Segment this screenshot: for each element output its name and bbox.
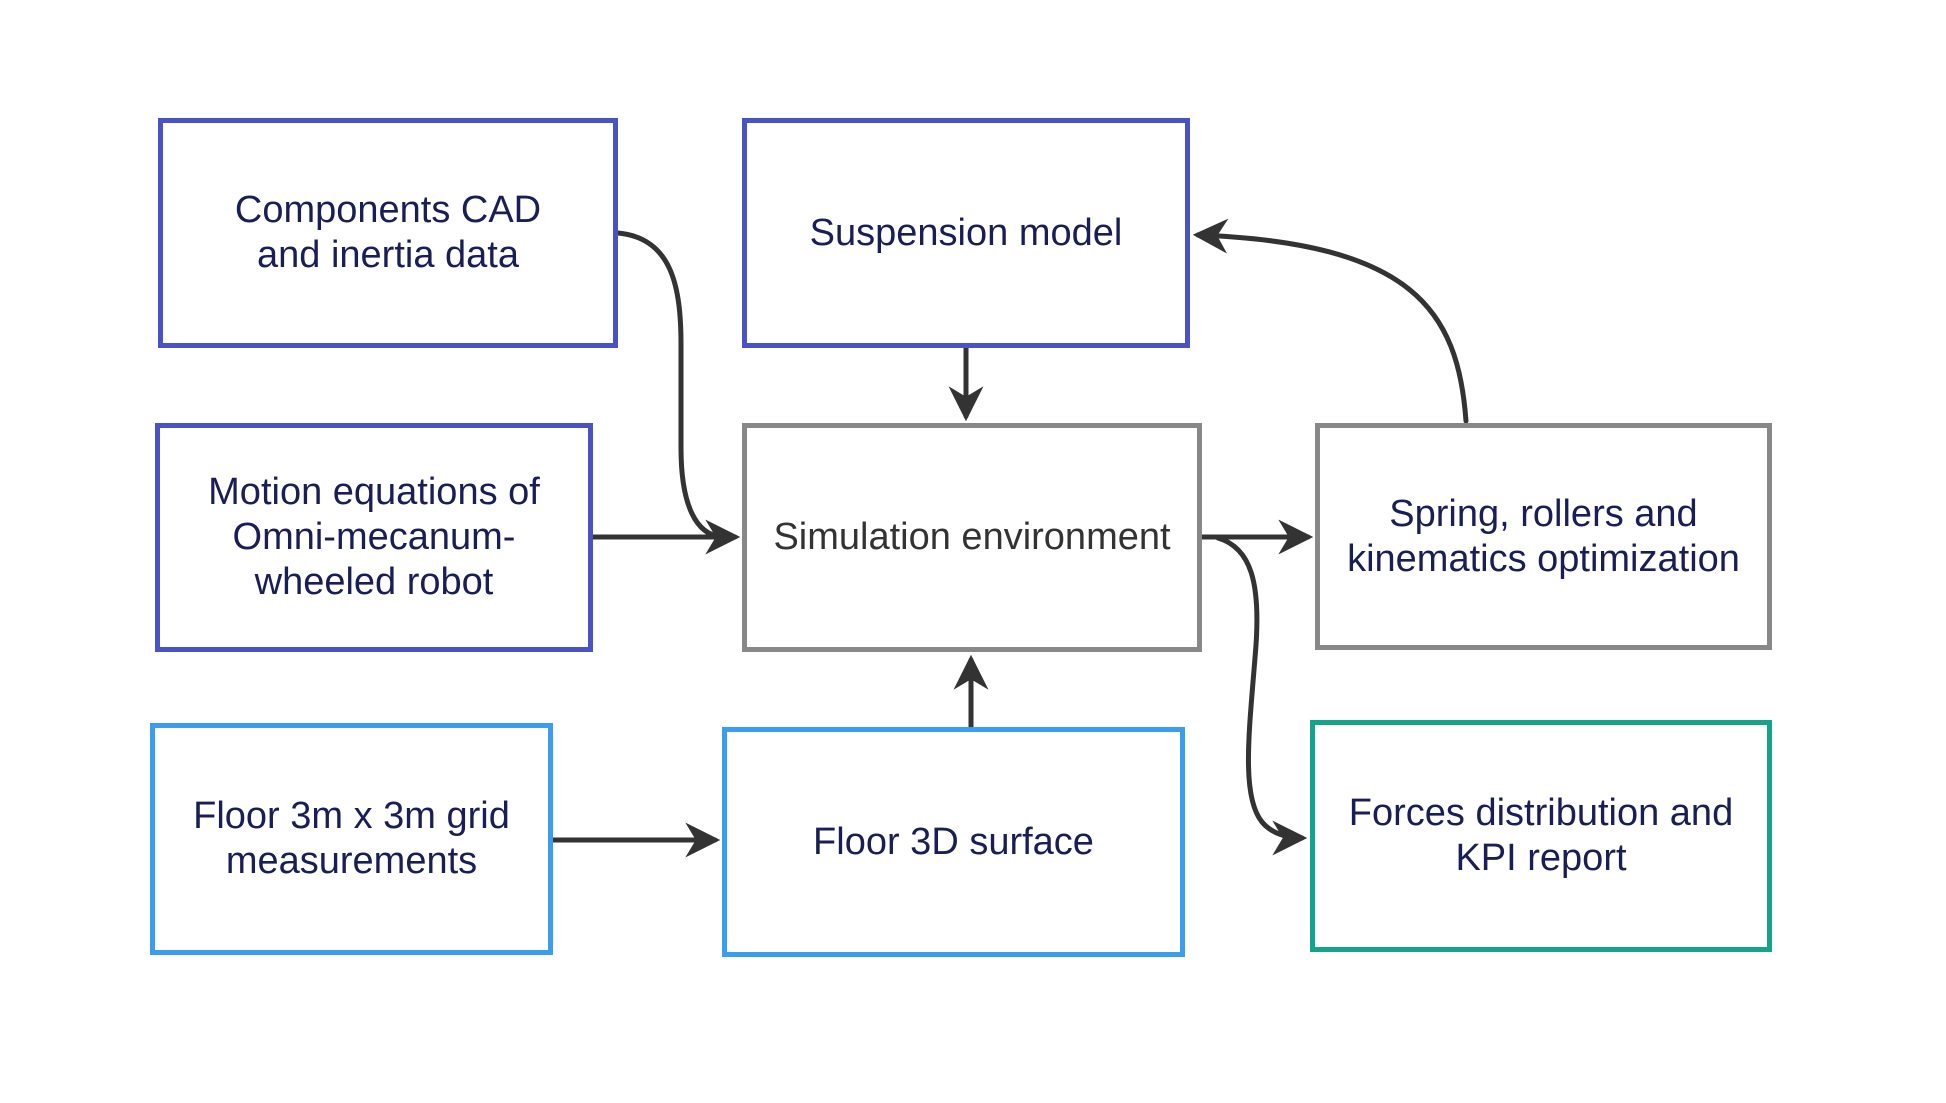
node-label: Components CAD and inertia data (234, 189, 542, 276)
node-motion-equations: Motion equations of Omni-mecanum- wheele… (155, 423, 593, 652)
node-label: Floor 3D surface (813, 820, 1094, 863)
arrow-spring-to-suspension (1192, 218, 1469, 424)
node-label: Floor 3m x 3m grid measurements (193, 795, 510, 882)
arrow-components-to-simulation (615, 230, 725, 540)
node-floor-3d-surface: Floor 3D surface (722, 727, 1185, 957)
node-label: Simulation environment (773, 516, 1171, 559)
arrow-simulation-to-forces (1215, 535, 1308, 856)
node-forces-kpi-report: Forces distribution and KPI report (1310, 720, 1772, 952)
node-label: Forces distribution and KPI report (1348, 792, 1734, 879)
node-floor-grid-measurements: Floor 3m x 3m grid measurements (150, 723, 553, 955)
node-components-cad: Components CAD and inertia data (158, 118, 618, 348)
node-label: Spring, rollers and kinematics optimizat… (1347, 492, 1740, 580)
node-label: Motion equations of Omni-mecanum- wheele… (208, 471, 540, 603)
node-simulation-environment: Simulation environment (742, 423, 1202, 652)
node-spring-rollers-optimization: Spring, rollers and kinematics optimizat… (1315, 423, 1772, 650)
node-label: Suspension model (809, 211, 1123, 254)
node-suspension-model: Suspension model (742, 118, 1190, 348)
